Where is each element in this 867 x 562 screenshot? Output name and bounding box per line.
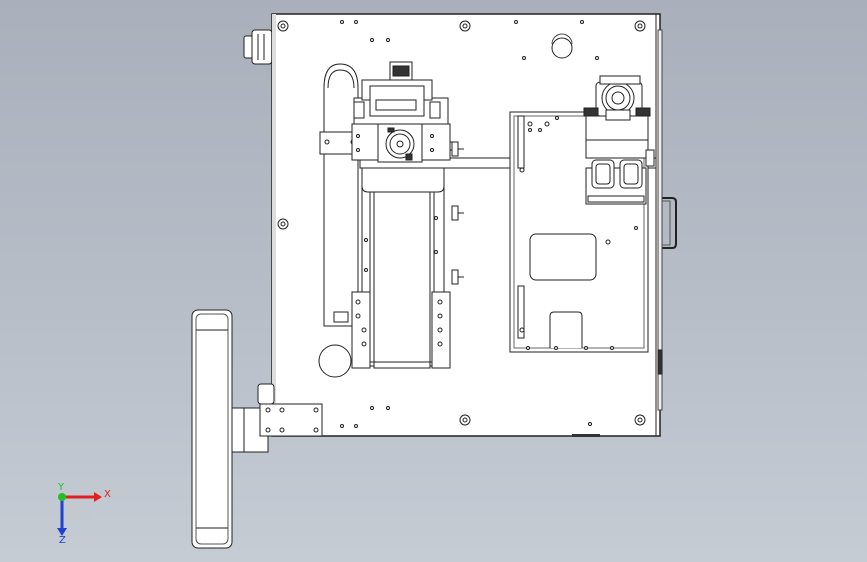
top-motor-block: [353, 61, 449, 125]
top-left-connector: [243, 29, 273, 65]
right-edge-connector: [657, 349, 663, 375]
gripper-assembly: [585, 115, 655, 205]
slide-carriage: [351, 123, 459, 193]
bracket-fixtures: [451, 141, 464, 285]
z-axis-label: Z: [59, 535, 66, 546]
cable-guide: [319, 63, 361, 327]
plate-large-hole-top: [551, 37, 573, 59]
vertical-linear-module: [351, 185, 451, 369]
y-axis-label: Y: [57, 482, 65, 493]
side-enclosure: [191, 309, 233, 549]
plate-large-hole-bottom: [318, 344, 352, 378]
side-mount-bracket: [231, 383, 323, 453]
horizontal-arm: [359, 157, 657, 169]
right-handle: [658, 197, 677, 249]
rotary-unit: [583, 75, 651, 121]
coordinate-triad: X Y Z: [57, 482, 111, 546]
x-axis-label: X: [104, 489, 111, 500]
